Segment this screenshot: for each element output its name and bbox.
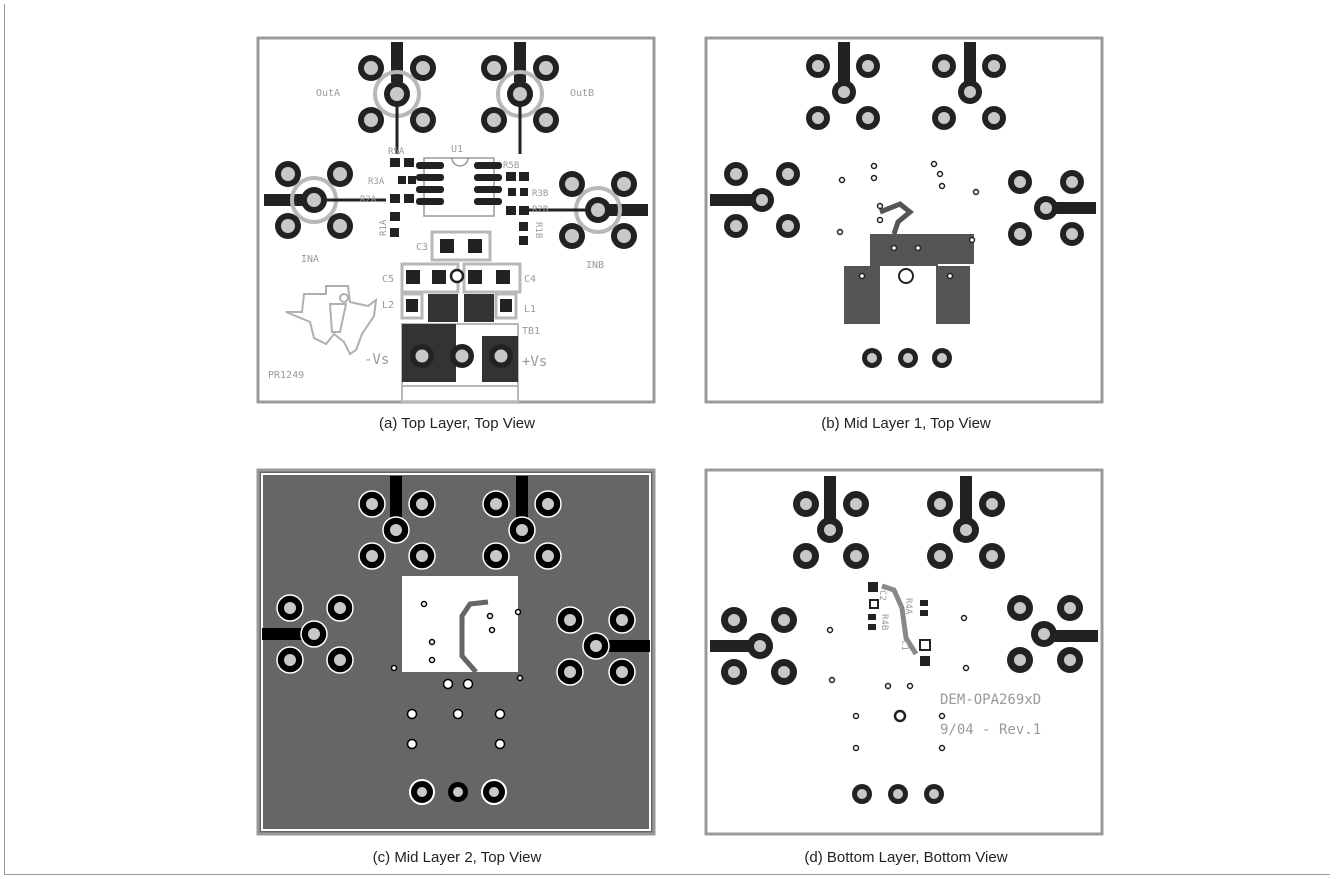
label-outb: OutB: [570, 88, 594, 99]
label-c5: C5: [382, 274, 394, 285]
mid-layer-2-board: [256, 468, 656, 836]
label-r5a: R5A: [388, 147, 405, 157]
u1-ic: [416, 157, 502, 217]
label-r3a: R3A: [368, 177, 385, 187]
label-l1: L1: [524, 304, 536, 315]
label-c2: C2: [877, 590, 887, 601]
through-holes: [721, 491, 1083, 804]
smd-resistors: [390, 158, 529, 245]
top-layer-board: OutA OutB INA INB U1 R5A R5B R3A R3B R2A…: [256, 36, 656, 404]
vias: [826, 614, 970, 752]
sma-inb: [526, 171, 648, 249]
ti-logo: [285, 285, 378, 356]
label-neg-vs: -Vs: [364, 352, 389, 368]
through-holes: [724, 54, 1084, 368]
label-r5b: R5B: [503, 161, 519, 171]
plane-cutout: [402, 576, 518, 684]
label-u1: U1: [451, 144, 463, 155]
caption-d: (d) Bottom Layer, Bottom View: [804, 849, 1008, 866]
vias: [836, 160, 980, 280]
sma-outa: [358, 42, 436, 154]
panel-mid-layer-2: [256, 468, 658, 838]
label-board-title: DEM-OPA269xD: [940, 692, 1041, 708]
label-c4: C4: [524, 274, 536, 285]
connector-pads: [262, 476, 650, 652]
label-c1: C1: [899, 640, 909, 651]
panel-mid-layer-1: [704, 36, 1106, 406]
panel-bottom-layer: C2 R4A R4B C1 DEM-OPA269xD 9/04 - Rev.1: [704, 468, 1106, 838]
mid1-pour: [844, 201, 974, 324]
label-tb1: TB1: [522, 326, 540, 337]
bottom-components: [868, 582, 931, 666]
sma-outb: [481, 42, 559, 154]
label-inb: INB: [586, 260, 604, 271]
label-pos-vs: +Vs: [522, 354, 547, 370]
terminal-block-tb1: [401, 323, 519, 403]
label-r2b: R2B: [532, 205, 548, 215]
label-r4a: R4A: [903, 598, 913, 615]
label-r1b: R1B: [533, 222, 543, 238]
through-holes: [276, 490, 636, 805]
label-r1a: R1A: [379, 219, 389, 236]
label-board-id: PR1249: [268, 370, 304, 381]
panel-top-layer: OutA OutB INA INB U1 R5A R5B R3A R3B R2A…: [256, 36, 658, 406]
caption-c: (c) Mid Layer 2, Top View: [372, 849, 542, 866]
bottom-layer-board: C2 R4A R4B C1 DEM-OPA269xD 9/04 - Rev.1: [704, 468, 1104, 836]
passives-block: [400, 230, 522, 322]
caption-a: (a) Top Layer, Top View: [379, 415, 535, 432]
figure-frame: [4, 4, 1330, 875]
label-ina: INA: [301, 254, 319, 265]
label-r3b: R3B: [532, 189, 548, 199]
label-r4b: R4B: [879, 614, 889, 630]
label-c3: C3: [416, 242, 428, 253]
label-revision: 9/04 - Rev.1: [940, 722, 1041, 738]
vias: [390, 600, 524, 750]
mid-layer-1-board: [704, 36, 1104, 404]
label-l2: L2: [382, 300, 394, 311]
sma-ina: [264, 161, 386, 239]
label-outa: OutA: [316, 88, 340, 99]
caption-b: (b) Mid Layer 1, Top View: [821, 415, 991, 432]
label-r2a: R2A: [360, 195, 377, 205]
